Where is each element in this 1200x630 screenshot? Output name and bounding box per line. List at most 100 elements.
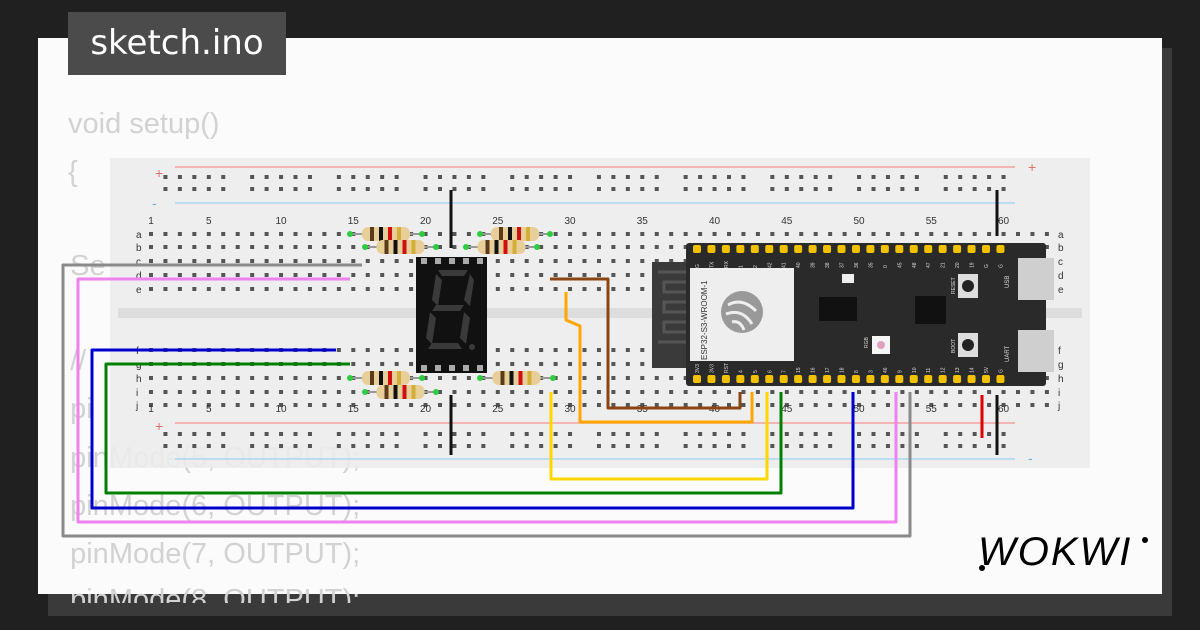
resistor-pin bbox=[347, 231, 353, 237]
wire-pink[interactable] bbox=[76, 277, 898, 524]
breadboard-hole bbox=[727, 403, 731, 407]
resistor-pin bbox=[463, 244, 469, 250]
breadboard-hole bbox=[582, 245, 587, 249]
rail-hole bbox=[293, 175, 298, 179]
wire-yellow[interactable] bbox=[549, 392, 769, 481]
breadboard-hole bbox=[394, 403, 399, 407]
esp32-pin bbox=[736, 245, 745, 253]
breadboard-hole bbox=[221, 245, 226, 249]
wokwi-logo[interactable]: WOKWI bbox=[975, 528, 1155, 576]
breadboard-hole bbox=[163, 287, 168, 291]
rail-hole bbox=[466, 187, 471, 191]
rail-hole bbox=[206, 444, 211, 448]
rail-hole bbox=[857, 175, 862, 179]
wire-green[interactable] bbox=[104, 362, 783, 495]
breadboard-hole bbox=[669, 232, 674, 236]
breadboard-hole bbox=[813, 390, 818, 394]
display-pin bbox=[477, 365, 483, 371]
rail-hole bbox=[293, 432, 298, 436]
rail-hole bbox=[177, 187, 182, 191]
breadboard-hole bbox=[235, 390, 240, 394]
breadboard-hole bbox=[784, 403, 789, 407]
rail-hole bbox=[394, 187, 399, 191]
breadboard-hole bbox=[596, 348, 601, 352]
breadboard-hole bbox=[553, 403, 558, 407]
breadboard-hole bbox=[452, 232, 457, 236]
breadboard-hole bbox=[539, 245, 544, 249]
resistors[interactable] bbox=[347, 227, 556, 399]
module-label: ESP32-S3-WROOM-1 bbox=[700, 280, 709, 360]
resistor-band bbox=[526, 227, 530, 241]
breadboard-hole bbox=[625, 245, 630, 249]
breadboard-hole bbox=[192, 245, 197, 249]
breadboard-hole bbox=[250, 287, 255, 291]
rail-hole bbox=[163, 187, 168, 191]
esp32-pin-label: 19 bbox=[970, 262, 976, 268]
esp32-pin-label: 9 bbox=[897, 370, 903, 373]
esp32-pin bbox=[909, 375, 918, 383]
breadboard-hole bbox=[1044, 232, 1049, 236]
breadboard-hole bbox=[293, 390, 298, 394]
breadboard-hole bbox=[741, 390, 746, 394]
row-letter: e bbox=[136, 285, 142, 296]
rail-hole bbox=[596, 187, 601, 191]
breadboard-hole bbox=[539, 403, 544, 407]
ground-wires[interactable] bbox=[449, 190, 999, 455]
breadboard-hole bbox=[958, 232, 963, 236]
resistor-band bbox=[370, 227, 374, 241]
boot-button-cap[interactable] bbox=[962, 339, 974, 351]
breadboard-hole bbox=[177, 259, 182, 263]
wire-orange[interactable] bbox=[564, 292, 754, 424]
uart-port bbox=[1018, 330, 1054, 372]
breadboard-hole bbox=[813, 403, 818, 407]
rail-hole bbox=[698, 444, 703, 448]
breadboard-hole bbox=[149, 259, 153, 263]
breadboard-hole bbox=[177, 287, 182, 291]
seven-segment-display[interactable] bbox=[416, 257, 487, 373]
breadboard-hole bbox=[351, 287, 356, 291]
logo-text: WOKWI bbox=[978, 530, 1132, 574]
wire-blue[interactable] bbox=[90, 348, 855, 510]
esp32-pin bbox=[707, 375, 716, 383]
breadboard-hole bbox=[495, 273, 500, 277]
rail-hole bbox=[568, 444, 573, 448]
rail-hole bbox=[625, 175, 630, 179]
breadboard-hole bbox=[914, 390, 919, 394]
breadboard-hole bbox=[524, 362, 529, 366]
wire-brown[interactable] bbox=[550, 277, 742, 410]
esp32-pin bbox=[736, 375, 745, 383]
rail-hole bbox=[828, 432, 833, 436]
breadboard-hole bbox=[322, 273, 327, 277]
esp32-s3-devkit[interactable]: ESP32-S3-WROOM-1 RGB RESET BOOT USB UART… bbox=[652, 243, 1054, 386]
rail-hole bbox=[221, 175, 226, 179]
esp32-pin bbox=[750, 375, 759, 383]
breadboard-hole bbox=[596, 245, 601, 249]
breadboard-hole bbox=[755, 390, 760, 394]
row-letter: a bbox=[136, 230, 142, 241]
breadboard-hole bbox=[177, 403, 182, 407]
esp32-pin-label: 37 bbox=[840, 262, 846, 268]
rail-hole bbox=[871, 432, 876, 436]
rail-hole bbox=[813, 187, 818, 191]
wire-gray[interactable] bbox=[61, 263, 912, 538]
breadboard-hole bbox=[582, 376, 587, 380]
rail-hole bbox=[553, 444, 558, 448]
rail-hole bbox=[524, 444, 529, 448]
breadboard-hole bbox=[857, 232, 862, 236]
breadboard-hole bbox=[394, 273, 399, 277]
breadboard-hole bbox=[510, 403, 515, 407]
breadboard-hole bbox=[250, 390, 255, 394]
esp32-pin bbox=[982, 245, 990, 253]
esp32-pin-label: 42 bbox=[767, 262, 773, 268]
rail-hole bbox=[264, 432, 269, 436]
esp32-pin-label: 46 bbox=[883, 367, 889, 373]
antenna-trace bbox=[658, 270, 692, 344]
resistor-body bbox=[491, 227, 539, 241]
breadboard-hole bbox=[307, 259, 312, 263]
breadboard-hole bbox=[568, 376, 573, 380]
display-pin bbox=[435, 258, 441, 264]
file-tab[interactable]: sketch.ino bbox=[68, 12, 286, 75]
rail-hole bbox=[987, 444, 992, 448]
reset-button-cap[interactable] bbox=[962, 280, 974, 292]
